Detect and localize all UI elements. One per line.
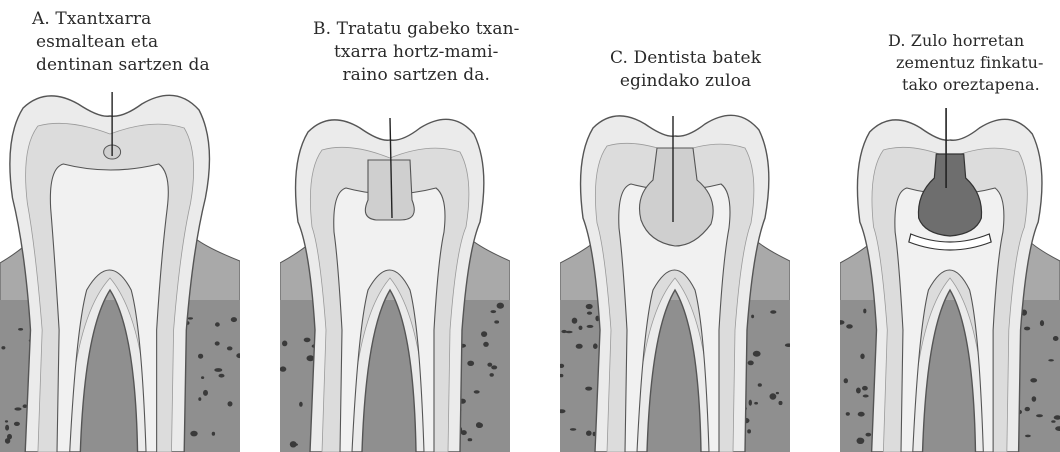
bone-pore: [593, 343, 598, 349]
bone-pore: [1051, 420, 1055, 423]
bone-pore: [227, 346, 233, 350]
bone-pore: [866, 433, 872, 437]
bone-pore: [863, 395, 869, 398]
bone-pore: [483, 342, 489, 347]
bone-pore: [290, 441, 297, 447]
tooth-panel-a: [0, 0, 240, 452]
bone-pore: [863, 309, 866, 314]
bone-pore: [231, 317, 237, 322]
bone-pore: [587, 325, 594, 328]
bone-pore: [282, 341, 287, 347]
bone-pore: [747, 429, 751, 433]
bone-pore: [748, 361, 754, 366]
bone-pore: [576, 344, 583, 349]
bone-pore: [572, 318, 578, 324]
bone-pore: [280, 366, 286, 371]
bone-pore: [228, 401, 233, 406]
bone-pore: [1, 346, 5, 349]
bone-pore: [299, 402, 303, 407]
caries-lesion-deep: [365, 160, 414, 220]
bone-pore: [494, 320, 499, 323]
bone-pore: [467, 361, 474, 366]
bone-pore: [491, 365, 497, 369]
bone-pore: [856, 388, 861, 394]
bone-pore: [215, 322, 220, 326]
bone-pore: [481, 331, 487, 337]
bone-pore: [779, 401, 783, 405]
bone-pore: [751, 315, 754, 319]
bone-pore: [1040, 320, 1044, 326]
bone-pore: [754, 402, 758, 405]
bone-pore: [304, 338, 311, 343]
bone: [560, 300, 790, 452]
bone-pore: [570, 428, 576, 431]
bone-pore: [188, 317, 193, 319]
bone-pore: [776, 392, 779, 394]
bone-pore: [5, 420, 8, 422]
bone-pore: [219, 374, 225, 378]
bone-pore: [1025, 435, 1031, 438]
bone-pore: [215, 341, 220, 345]
bone-pore: [14, 407, 21, 410]
bone-pore: [561, 330, 566, 333]
bone-pore: [203, 390, 208, 396]
bone-pore: [846, 324, 853, 328]
bone-pore: [758, 383, 762, 387]
bone-pore: [487, 363, 492, 367]
bone-pore: [468, 438, 473, 441]
bone-pore: [1024, 327, 1030, 331]
bone-pore: [586, 304, 593, 309]
tooth-panel-d: [840, 0, 1060, 452]
bone-pore: [14, 422, 20, 426]
bone-pore: [585, 387, 592, 391]
bone-pore: [753, 351, 761, 357]
bone-pore: [5, 438, 10, 444]
bone-pore: [1048, 359, 1054, 361]
bone-pore: [1030, 378, 1037, 382]
bone-pore: [586, 431, 592, 436]
bone-pore: [198, 397, 201, 401]
bone-pore: [18, 328, 23, 331]
bone-pore: [474, 390, 480, 393]
bone-pore: [212, 432, 215, 436]
bone-pore: [858, 412, 865, 417]
bone-pore: [490, 373, 494, 377]
bone-pore: [770, 310, 776, 314]
bone-pore: [491, 310, 497, 313]
bone-pore: [1032, 396, 1037, 402]
bone-pore: [862, 386, 868, 391]
bone-pore: [579, 326, 583, 330]
bone-pore: [476, 423, 483, 428]
bone-pore: [860, 354, 864, 360]
bone-pore: [190, 431, 197, 437]
tooth-panel-b: [280, 0, 510, 452]
bone-pore: [497, 303, 504, 309]
bone-pore: [858, 438, 861, 444]
bone-pore: [5, 425, 9, 431]
tooth-panel-c: [560, 0, 790, 452]
bone-pore: [201, 376, 204, 379]
bone-pore: [198, 354, 203, 359]
bone-pore: [214, 368, 222, 372]
bone-pore: [1025, 407, 1030, 411]
bone-pore: [587, 312, 592, 315]
bone-pore: [749, 400, 752, 406]
bone-pore: [770, 393, 777, 399]
bone-pore: [844, 378, 848, 383]
bone-pore: [1036, 414, 1043, 417]
bone-pore: [1053, 336, 1059, 341]
bone-pore: [846, 412, 850, 416]
